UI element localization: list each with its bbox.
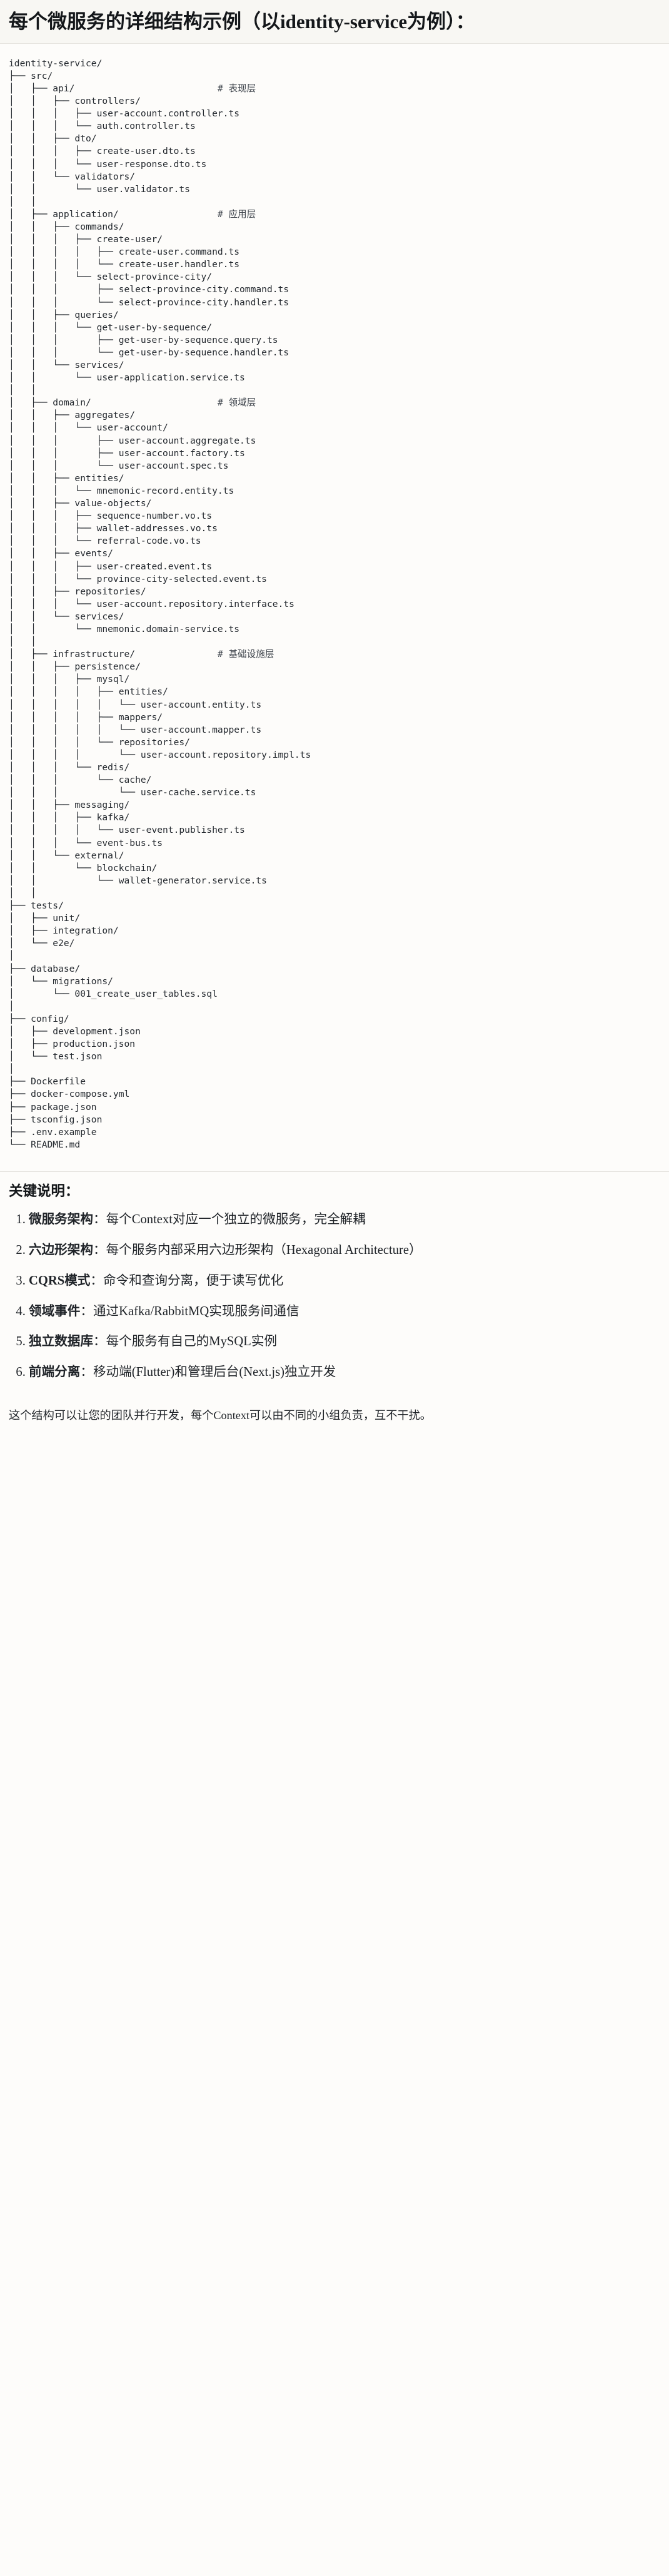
code-block-container: identity-service/ ├── src/ │ ├── api/ # … <box>0 43 669 1160</box>
tree-comment: # 表现层 <box>217 83 256 94</box>
key-point-separator: ： <box>93 1213 106 1227</box>
key-point-description: 每个服务有自己的MySQL实例 <box>106 1335 278 1349</box>
tree-comment: # 应用层 <box>217 208 256 220</box>
key-point-term: 微服务架构 <box>29 1213 93 1227</box>
key-point-item: 微服务架构：每个Context对应一个独立的微服务，完全解耦 <box>29 1211 660 1229</box>
key-point-description: 每个服务内部采用六边形架构（Hexagonal Architecture） <box>106 1243 422 1257</box>
key-point-term: 领域事件 <box>29 1304 81 1318</box>
section-divider <box>0 1171 669 1172</box>
key-point-term: CQRS模式 <box>29 1273 91 1288</box>
key-point-item: 六边形架构：每个服务内部采用六边形架构（Hexagonal Architectu… <box>29 1242 660 1260</box>
directory-tree: identity-service/ ├── src/ │ ├── api/ # … <box>9 58 311 1150</box>
document-page: 每个微服务的详细结构示例（以identity-service为例）： ident… <box>0 0 669 1424</box>
key-point-item: 独立数据库：每个服务有自己的MySQL实例 <box>29 1333 660 1351</box>
key-points-heading: 关键说明： <box>9 1183 79 1199</box>
key-point-separator: ： <box>93 1243 106 1257</box>
key-point-description: 通过Kafka/RabbitMQ实现服务间通信 <box>93 1304 299 1318</box>
key-point-description: 每个Context对应一个独立的微服务，完全解耦 <box>106 1213 366 1227</box>
key-point-item: 领域事件：通过Kafka/RabbitMQ实现服务间通信 <box>29 1303 660 1321</box>
key-point-term: 独立数据库 <box>29 1335 93 1349</box>
key-point-term: 前端分离 <box>29 1365 81 1380</box>
tree-comment: # 领域层 <box>217 397 256 409</box>
page-title: 每个微服务的详细结构示例（以identity-service为例）： <box>9 11 475 33</box>
closing-paragraph: 这个结构可以让您的团队并行开发，每个Context可以由不同的小组负责，互不干扰… <box>9 1408 431 1422</box>
key-point-item: 前端分离：移动端(Flutter)和管理后台(Next.js)独立开发 <box>29 1364 660 1382</box>
key-point-description: 移动端(Flutter)和管理后台(Next.js)独立开发 <box>93 1365 336 1380</box>
key-point-item: CQRS模式：命令和查询分离，便于读写优化 <box>29 1273 660 1290</box>
key-points-list: 微服务架构：每个Context对应一个独立的微服务，完全解耦六边形架构：每个服务… <box>9 1211 660 1382</box>
key-point-separator: ： <box>90 1273 103 1288</box>
tree-comment: # 基础设施层 <box>217 649 274 660</box>
key-point-separator: ： <box>80 1304 93 1318</box>
key-points-section: 关键说明： 微服务架构：每个Context对应一个独立的微服务，完全解耦六边形架… <box>0 1172 669 1400</box>
key-point-separator: ： <box>80 1365 93 1380</box>
key-point-term: 六边形架构 <box>29 1243 93 1257</box>
key-point-description: 命令和查询分离，便于读写优化 <box>103 1273 284 1288</box>
key-point-separator: ： <box>93 1335 106 1349</box>
title-block: 每个微服务的详细结构示例（以identity-service为例）： <box>0 0 669 44</box>
